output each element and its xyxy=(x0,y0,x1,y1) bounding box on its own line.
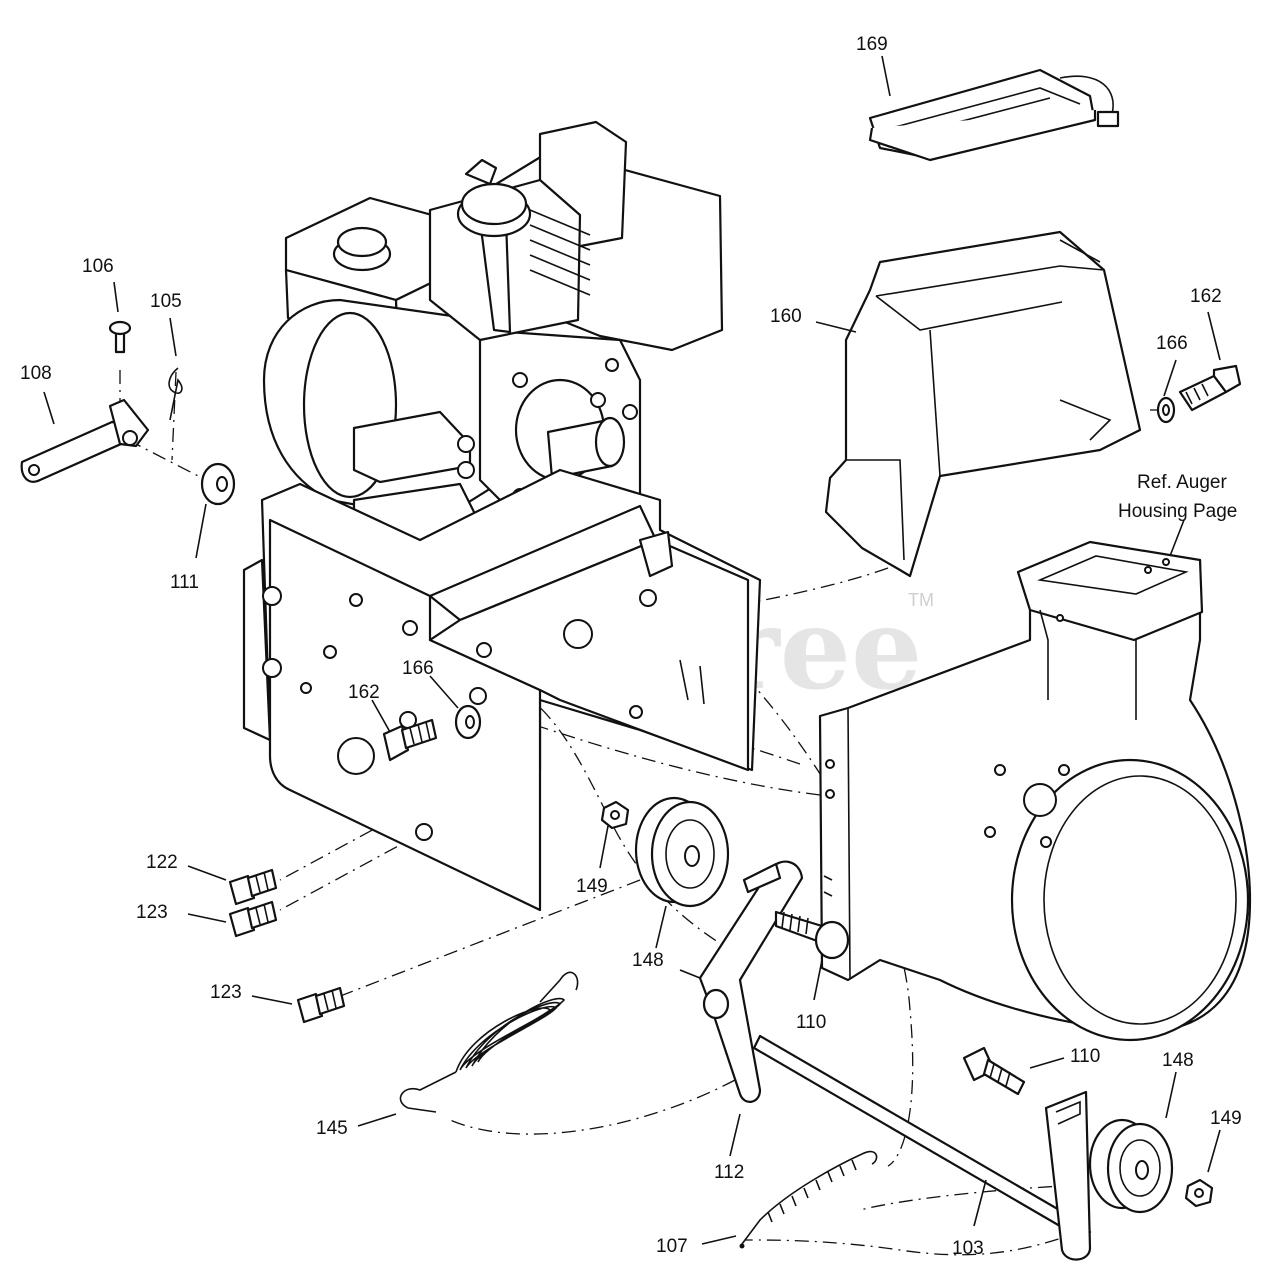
callout-108: 108 xyxy=(20,363,52,384)
callout-106: 106 xyxy=(82,256,114,277)
callout-162-right: 162 xyxy=(1190,286,1222,307)
callout-labels: 169 106 105 108 111 160 162 166 166 162 … xyxy=(20,34,1242,1259)
callout-107: 107 xyxy=(656,1236,688,1257)
part-160-chute-housing xyxy=(824,230,1142,578)
part-169-cover xyxy=(868,68,1120,162)
part-166-washer-right xyxy=(1156,396,1176,424)
callout-166-center: 166 xyxy=(402,658,434,679)
callout-166-right: 166 xyxy=(1156,333,1188,354)
part-106-clevis-pin xyxy=(108,320,132,354)
callout-169: 169 xyxy=(856,34,888,55)
part-148-pulley-right xyxy=(1088,1118,1174,1214)
part-110-bolt-right xyxy=(962,1046,1026,1096)
part-166-washer-center xyxy=(454,704,482,740)
part-123-bolt-b xyxy=(296,986,346,1024)
reference-note-line2: Housing Page xyxy=(1118,501,1237,522)
part-107-spring xyxy=(739,1150,878,1249)
part-145-spring xyxy=(399,971,579,1113)
callout-112: 112 xyxy=(714,1162,744,1183)
callout-123-a: 123 xyxy=(136,902,168,923)
part-162-bolt-right xyxy=(1178,364,1242,412)
callout-105: 105 xyxy=(150,291,182,312)
part-frame-bracket xyxy=(242,468,762,912)
leader-lines xyxy=(43,55,1221,1245)
part-123-bolt-a xyxy=(228,900,278,938)
callout-162-center: 162 xyxy=(348,682,380,703)
part-idler-bracket-right xyxy=(1044,1090,1092,1261)
reference-note-line1: Ref. Auger xyxy=(1137,472,1227,493)
part-105-hairpin xyxy=(168,367,183,421)
part-blower-housing xyxy=(818,540,1252,1042)
part-162-bolt-center xyxy=(382,718,438,762)
callout-103: 103 xyxy=(952,1238,984,1259)
callout-148-center: 148 xyxy=(632,950,664,971)
callout-122: 122 xyxy=(146,852,178,873)
part-122-bolt xyxy=(228,868,278,906)
part-108-lever xyxy=(20,398,150,483)
part-149-nut-center xyxy=(600,800,630,830)
part-112-idler-arm xyxy=(679,860,804,1103)
callout-111: 111 xyxy=(170,572,199,593)
callout-149-right: 149 xyxy=(1210,1108,1242,1129)
part-148-pulley-center xyxy=(634,796,730,908)
part-149-nut-right xyxy=(1184,1178,1214,1208)
watermark-trademark: TM xyxy=(908,590,934,610)
callout-160: 160 xyxy=(770,306,802,327)
callout-110-right: 110 xyxy=(1070,1046,1100,1067)
part-110-bolt-center xyxy=(774,910,850,960)
callout-148-right: 148 xyxy=(1162,1050,1194,1071)
callout-123-b: 123 xyxy=(210,982,242,1003)
callout-149-center: 149 xyxy=(576,876,608,897)
part-engine xyxy=(262,120,724,588)
callout-110-center: 110 xyxy=(796,1012,826,1033)
part-103-rod xyxy=(752,1034,1092,1242)
callout-145: 145 xyxy=(316,1118,348,1139)
part-111-washer xyxy=(200,462,236,506)
